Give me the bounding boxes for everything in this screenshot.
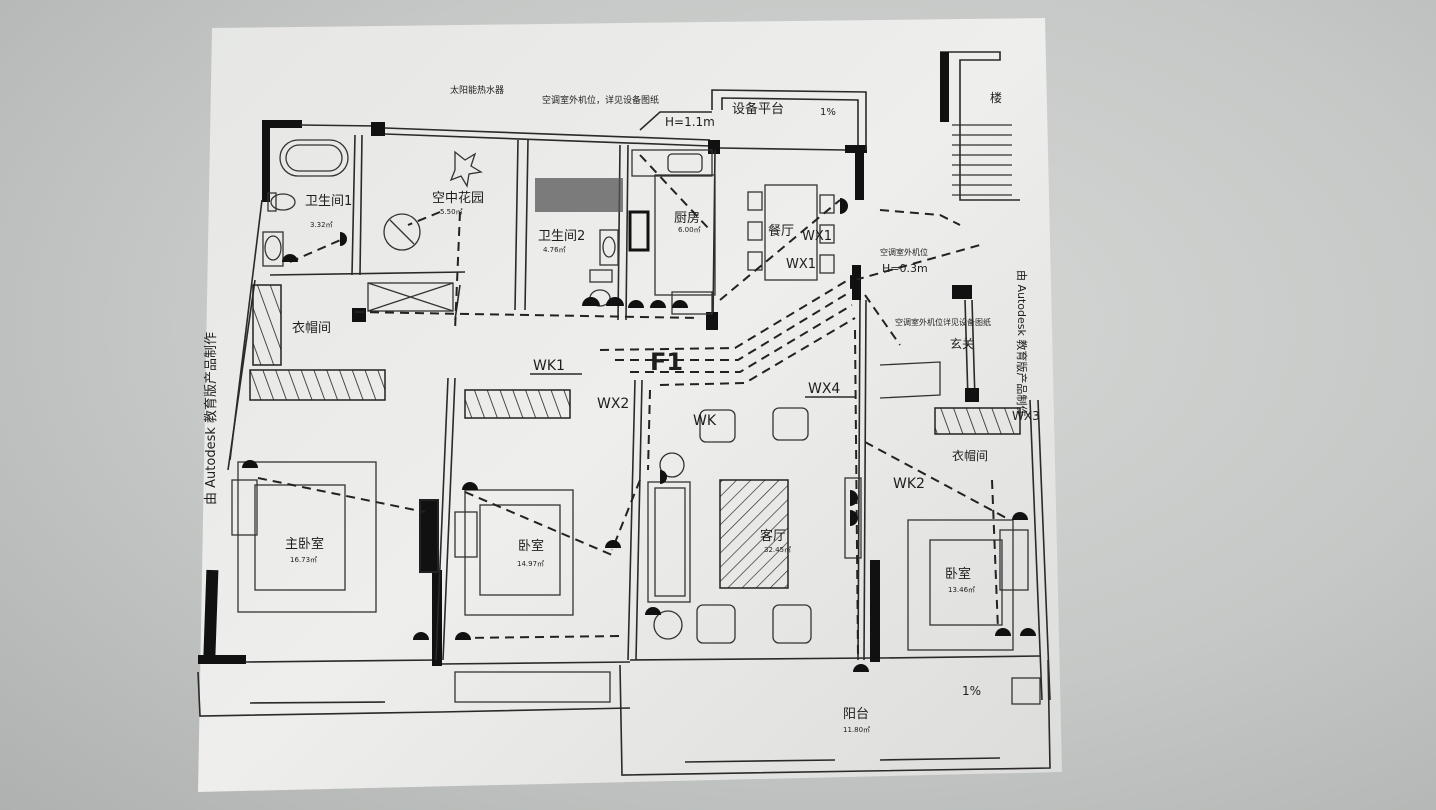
outer-walls: [197, 120, 1051, 776]
tag-wk-living: WK: [693, 413, 717, 429]
bathroom-2-area: 4.76㎡: [543, 246, 566, 254]
bathtub: [279, 139, 349, 177]
bathroom-1-area: 3.32㎡: [310, 221, 333, 229]
equipment-platform-name: 设备平台: [732, 101, 784, 117]
watermark-left: 由 Autodesk 教育版产品制作: [203, 332, 219, 505]
plant-symbol: [449, 150, 483, 188]
wiring-dashes: [257, 154, 1011, 656]
slope-bottom: 1%: [962, 684, 981, 698]
tag-wx3: WX3: [1012, 409, 1040, 423]
dim-h2: H=0.3m: [882, 262, 928, 275]
stair-steps: [952, 124, 1012, 196]
shower-area: [535, 178, 623, 212]
outlet-symbols: [242, 198, 1036, 672]
bedroom-2-area: 13.46㎡: [948, 586, 975, 594]
tv-cabinet: [844, 477, 862, 559]
bedroom-2-bed: [907, 519, 1029, 651]
dining-table: [747, 184, 835, 281]
sink-bath2: [599, 229, 619, 266]
paper: [198, 18, 1062, 792]
living-room-name: 客厅: [760, 528, 786, 544]
bedroom-1-bed: [454, 489, 574, 616]
round-table: [383, 213, 421, 251]
toilet-bath1: [267, 192, 296, 212]
armchairs: [696, 407, 812, 644]
tag-wx1a: WX1: [802, 229, 832, 244]
kitchen-area: 6.00㎡: [678, 226, 701, 234]
sink-bath1: [262, 231, 284, 267]
master-bed: [231, 461, 377, 613]
closet-2-rack: [934, 407, 1021, 435]
closet-1-rack-v: [252, 284, 282, 366]
dim-h1: H=1.1m: [665, 115, 715, 129]
slope-top: 1%: [820, 107, 836, 118]
coffee-table: [719, 479, 789, 589]
living-room-area: 32.45㎡: [764, 546, 791, 554]
f1-marker: F1: [650, 348, 683, 376]
balcony-name: 阳台: [843, 707, 869, 722]
stair-label: 楼: [990, 90, 1002, 105]
bedroom-2-name: 卧室: [945, 566, 971, 582]
watermark-right: 由 Autodesk 教育版产品制作: [1015, 270, 1029, 416]
solar-note: 太阳能热水器: [450, 84, 504, 96]
dining-name: 餐厅: [768, 223, 794, 239]
bathroom-1-name: 卫生间1: [305, 194, 352, 209]
balcony-planter: [454, 671, 611, 703]
master-bedroom-name: 主卧室: [285, 536, 324, 552]
side-note-2: 空调室外机位详见设备图纸: [895, 317, 991, 327]
closet-1-rack-h: [249, 369, 386, 401]
sky-garden-name: 空中花园: [432, 190, 484, 206]
equipment-note: 空调室外机位，详见设备图纸: [542, 94, 659, 106]
entrance-name: 玄关: [950, 336, 974, 351]
closet-2-name: 衣帽间: [952, 448, 988, 463]
side-note-1: 空调室外机位: [880, 247, 928, 257]
interior-walls: [269, 134, 718, 661]
sofa: [647, 452, 691, 640]
closet-1-name: 衣帽间: [292, 320, 331, 336]
tag-wx2: WX2: [597, 396, 629, 412]
tag-wk1: WK1: [533, 358, 565, 374]
tag-wx4: WX4: [808, 381, 840, 397]
bedroom-1-area: 14.97㎡: [517, 560, 544, 568]
bedroom-1-name: 卧室: [518, 538, 544, 554]
balcony-area: 11.80㎡: [843, 726, 870, 734]
kitchen-counter: [654, 174, 716, 296]
tag-wx1b: WX1: [786, 257, 816, 272]
kitchen-cabinet: [671, 291, 713, 315]
tag-wk2: WK2: [893, 476, 925, 492]
planter-box: [367, 282, 454, 312]
bedroom-1-wardrobe: [464, 389, 571, 419]
stove: [628, 210, 650, 252]
master-bedroom-area: 16.73㎡: [290, 556, 317, 564]
bathroom-2-name: 卫生间2: [538, 229, 585, 244]
kitchen-name: 厨房: [674, 210, 700, 226]
sky-garden-area: 5.50㎡: [440, 208, 463, 216]
